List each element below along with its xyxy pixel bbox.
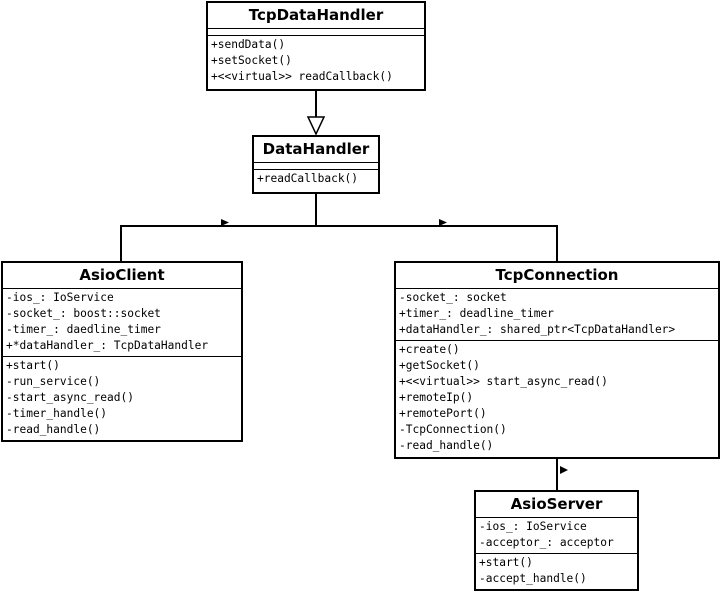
operation: -run_service() <box>6 375 101 388</box>
operation: +start() <box>6 359 60 372</box>
operation: -read_handle() <box>399 439 494 452</box>
attribute: -acceptor_: acceptor <box>479 536 614 549</box>
attributes-section <box>208 29 424 36</box>
navigation-arrow-right <box>439 219 447 226</box>
class-name: AsioServer <box>476 492 637 518</box>
class-name: TcpDataHandler <box>208 3 424 29</box>
class-asioserver: AsioServer -ios_: IoService -acceptor_: … <box>474 490 639 591</box>
operation: +remotePort() <box>399 407 487 420</box>
class-name: DataHandler <box>254 137 378 163</box>
operation: -read_handle() <box>6 423 101 436</box>
operations-section: +start() -run_service() -start_async_rea… <box>3 357 241 440</box>
operations-section: +readCallback() <box>254 170 378 189</box>
class-datahandler: DataHandler +readCallback() <box>252 135 380 194</box>
operation: +create() <box>399 343 460 356</box>
attributes-section: -ios_: IoService -socket_: boost::socket… <box>3 289 241 357</box>
operation: +readCallback() <box>257 172 359 185</box>
generalization-arrowhead <box>306 116 326 136</box>
operation: +setSocket() <box>211 54 292 67</box>
attribute: -timer_: daedline_timer <box>6 323 161 336</box>
class-tcpdatahandler: TcpDataHandler +sendData() +setSocket() … <box>206 1 426 91</box>
operation: +getSocket() <box>399 359 480 372</box>
attribute: -ios_: IoService <box>6 291 114 304</box>
operations-section: +start() -accept_handle() <box>476 554 637 589</box>
class-tcpconnection: TcpConnection -socket_: socket +timer_: … <box>394 261 720 459</box>
operation: +remoteIp() <box>399 391 474 404</box>
attribute: -socket_: socket <box>399 291 507 304</box>
attribute: -socket_: boost::socket <box>6 307 161 320</box>
operation: +<<virtual>> readCallback() <box>211 70 393 83</box>
operation: -timer_handle() <box>6 407 108 420</box>
operation: -start_async_read() <box>6 391 134 404</box>
attribute: +*dataHandler_: TcpDataHandler <box>6 339 209 352</box>
operation: +start() <box>479 556 533 569</box>
class-asioclient: AsioClient -ios_: IoService -socket_: bo… <box>1 261 243 442</box>
operation: -accept_handle() <box>479 572 587 585</box>
navigation-arrow-server <box>560 466 568 474</box>
class-name: TcpConnection <box>396 263 718 289</box>
attribute: +timer_: deadline_timer <box>399 307 554 320</box>
attributes-section <box>254 163 378 170</box>
attribute: -ios_: IoService <box>479 520 587 533</box>
class-name: AsioClient <box>3 263 241 289</box>
operation: -TcpConnection() <box>399 423 507 436</box>
operation: +sendData() <box>211 38 286 51</box>
attribute: +dataHandler_: shared_ptr<TcpDataHandler… <box>399 323 676 336</box>
operation: +<<virtual>> start_async_read() <box>399 375 608 388</box>
association-asioclient-line <box>120 193 317 262</box>
operations-section: +create() +getSocket() +<<virtual>> star… <box>396 341 718 456</box>
navigation-arrow-left <box>221 219 229 226</box>
attributes-section: -socket_: socket +timer_: deadline_timer… <box>396 289 718 341</box>
operations-section: +sendData() +setSocket() +<<virtual>> re… <box>208 36 424 87</box>
attributes-section: -ios_: IoService -acceptor_: acceptor <box>476 518 637 554</box>
association-tcpconnection-line <box>316 225 558 262</box>
